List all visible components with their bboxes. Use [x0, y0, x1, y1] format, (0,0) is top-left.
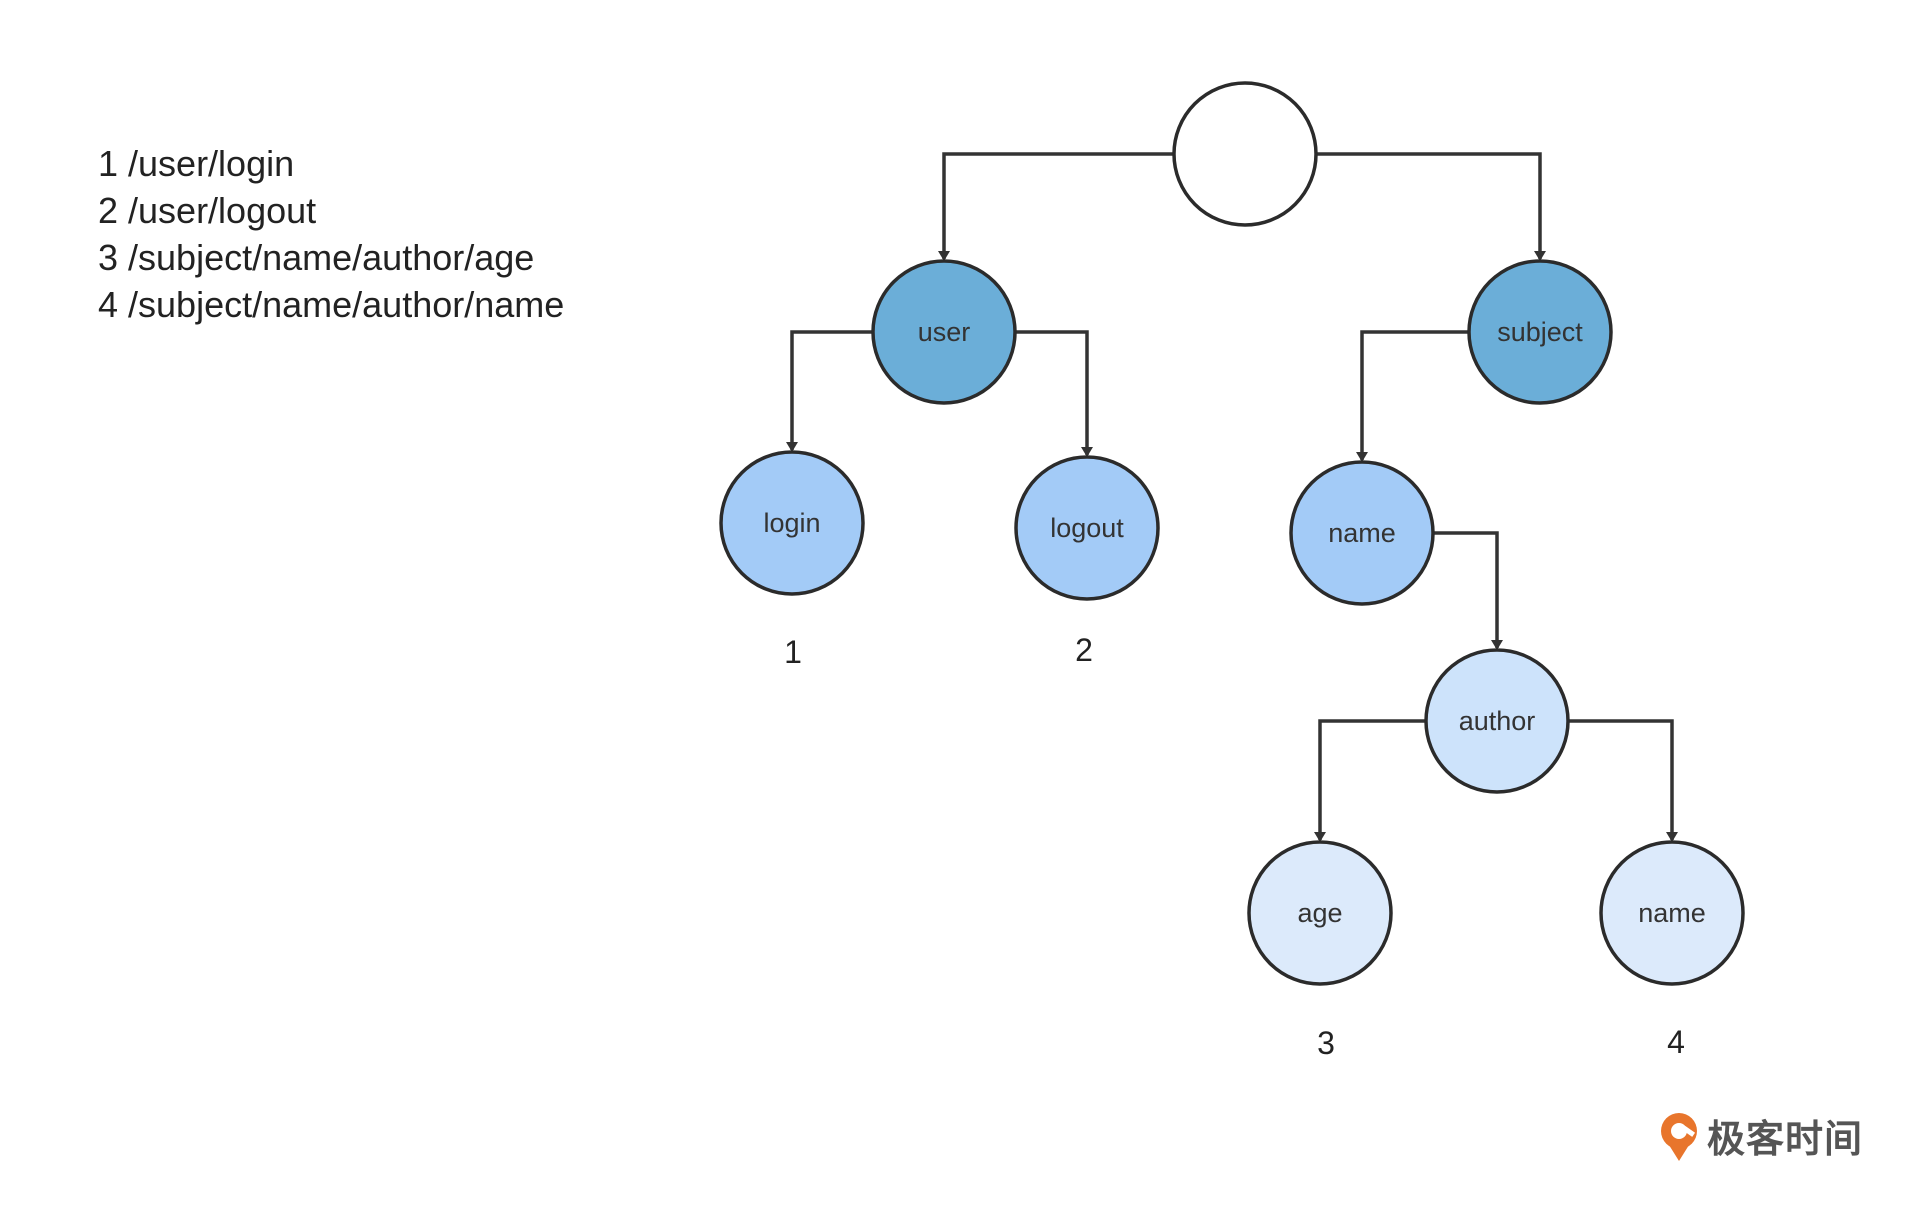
edge-root-subject: [1316, 152, 1546, 261]
edges: [786, 152, 1678, 842]
edge-name1-author: [1433, 531, 1503, 650]
leaf-numbers: 1 2 3 4: [784, 632, 1685, 1061]
node-circle: [1467, 259, 1613, 405]
tree-node-user: user: [871, 259, 1017, 405]
node-circle: [1172, 81, 1318, 227]
leaf-number-age: 3: [1317, 1025, 1335, 1061]
node-circle: [1247, 840, 1393, 986]
route-item: 4 /subject/name/author/name: [98, 284, 565, 325]
node-label: user: [918, 317, 971, 347]
tree-node-login: login: [719, 450, 865, 596]
brand-watermark: 极客时间: [1655, 1108, 1863, 1163]
node-circle: [1424, 648, 1570, 794]
node-circle: [1599, 840, 1745, 986]
nodes: user subject login logout name author age name: [719, 81, 1745, 986]
route-list: 1 /user/login 2 /user/logout 3 /subject/…: [98, 140, 564, 328]
tree-node-root: [1172, 81, 1318, 227]
leaf-number-name2: 4: [1667, 1024, 1685, 1060]
node-circle: [1289, 460, 1435, 606]
leaf-number-logout: 2: [1075, 632, 1093, 668]
edge-subject-name1: [1356, 330, 1469, 462]
edge-user-login: [786, 330, 873, 452]
tree-node-subject: subject: [1467, 259, 1613, 405]
node-circle: [719, 450, 865, 596]
node-label: logout: [1050, 513, 1124, 543]
route-item: 2 /user/logout: [98, 190, 317, 231]
node-label: login: [763, 508, 820, 538]
tree-node-logout: logout: [1014, 455, 1160, 601]
edge-user-logout: [1015, 330, 1093, 457]
brand-name: 极客时间: [1707, 1117, 1864, 1161]
node-label: author: [1459, 706, 1536, 736]
leaf-number-login: 1: [784, 634, 802, 670]
geektime-logo-icon: [1661, 1112, 1697, 1161]
edge-author-name2: [1568, 719, 1678, 842]
node-label: subject: [1497, 317, 1583, 347]
route-item: 3 /subject/name/author/age: [98, 237, 535, 278]
node-circle: [871, 259, 1017, 405]
node-circle: [1014, 455, 1160, 601]
node-label: age: [1297, 898, 1342, 928]
tree-node-name2: name: [1599, 840, 1745, 986]
tree-node-name1: name: [1289, 460, 1435, 606]
edge-author-age: [1314, 719, 1426, 842]
route-item: 1 /user/login: [98, 143, 295, 184]
tree-node-age: age: [1247, 840, 1393, 986]
edge-root-user: [938, 152, 1174, 261]
tree-node-author: author: [1424, 648, 1570, 794]
node-label: name: [1638, 898, 1706, 928]
node-label: name: [1328, 518, 1396, 548]
